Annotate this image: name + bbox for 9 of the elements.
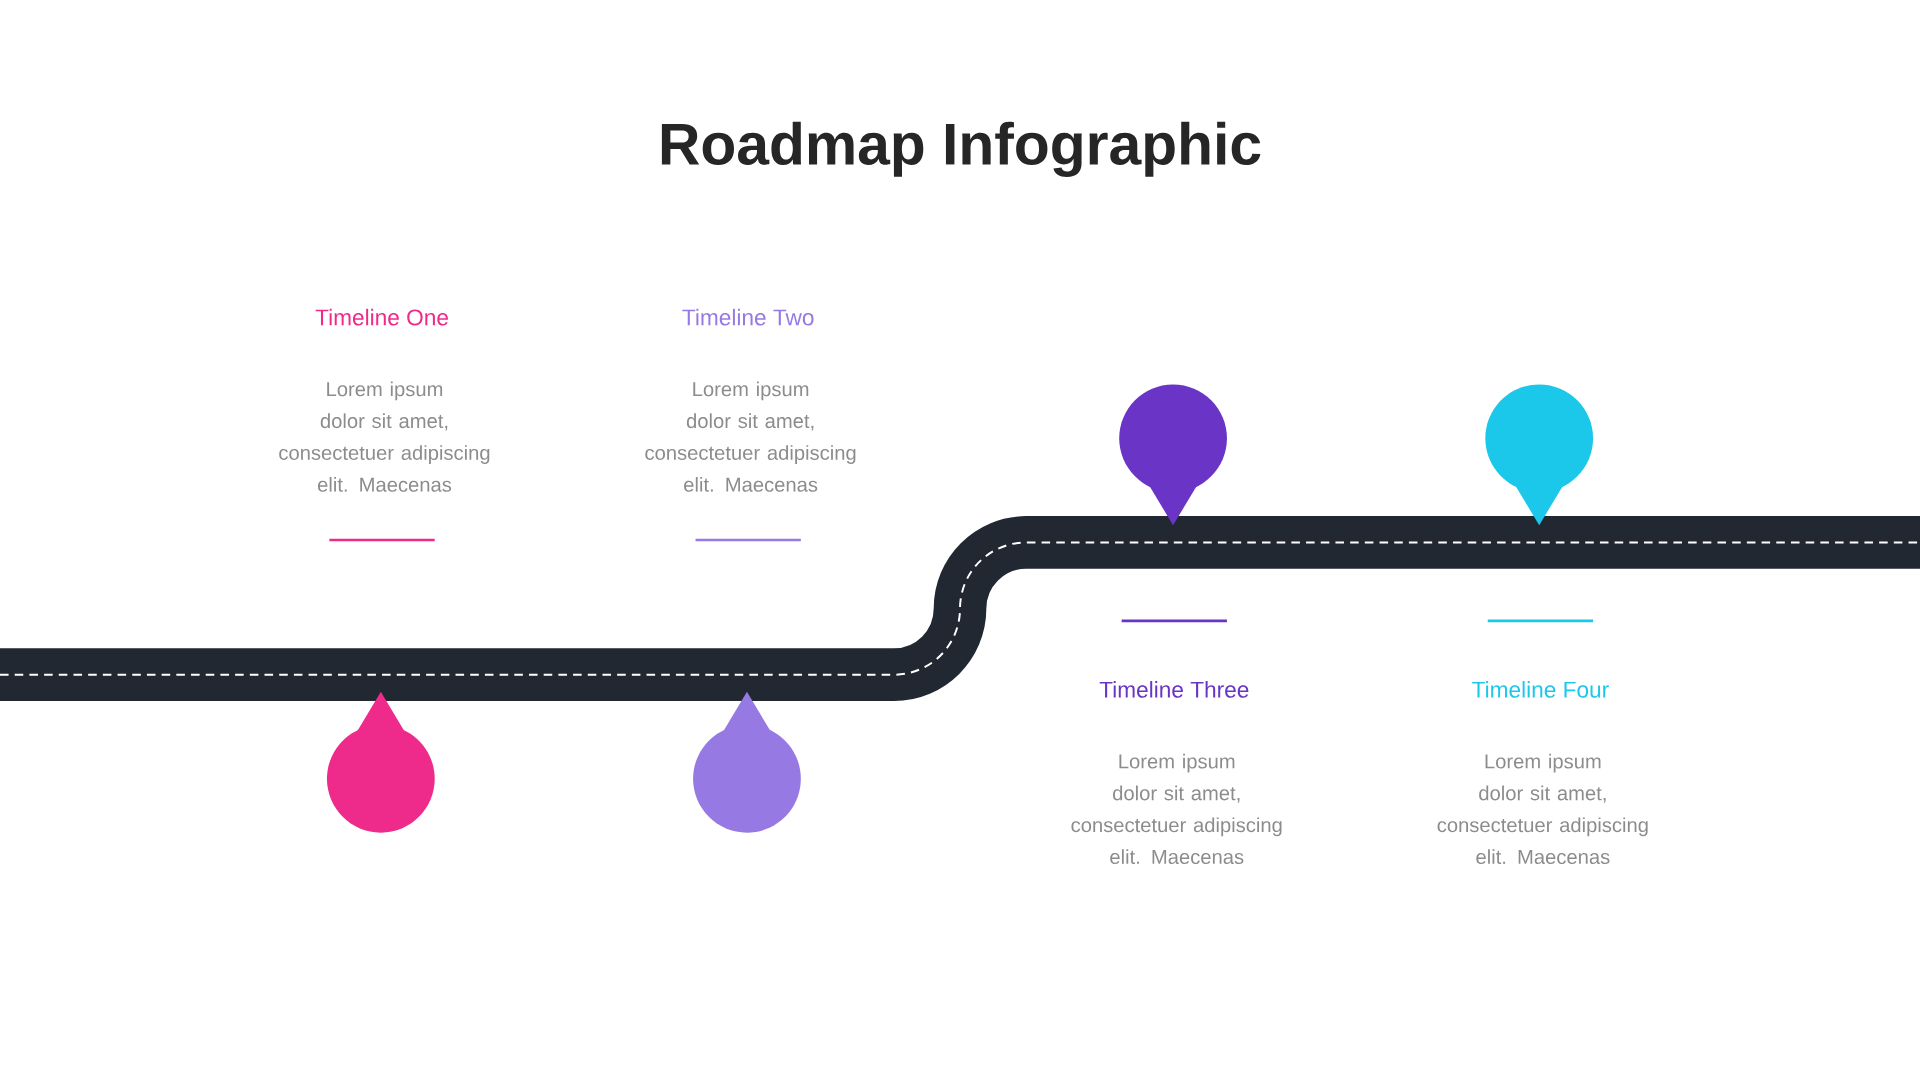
body-text: Lorem ipsum dolor sit amet, consectetuer adipiscing elit. Maecenas <box>1437 753 1648 865</box>
heading: Timeline One <box>315 308 448 326</box>
heading: Timeline Four <box>1472 681 1609 698</box>
body-text: Lorem ipsum dolor sit amet, consectetuer adipiscing elit. Maecenas <box>645 381 856 492</box>
heading: Timeline Two <box>682 308 814 326</box>
title: Roadmap Infographic <box>661 121 1261 177</box>
heading: Timeline Three <box>1099 681 1249 698</box>
body-text: Lorem ipsum dolor sit amet, consectetuer adipiscing elit. Maecenas <box>279 381 490 492</box>
body-text: Lorem ipsum dolor sit amet, consectetuer adipiscing elit. Maecenas <box>1071 753 1282 865</box>
